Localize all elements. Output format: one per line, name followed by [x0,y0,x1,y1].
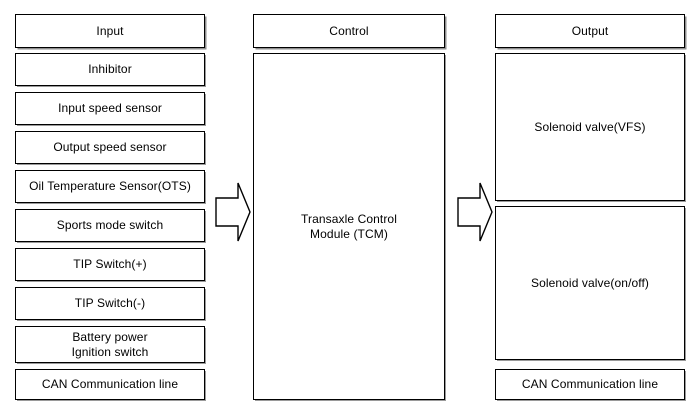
output-item-solenoid-valve-vfs: Solenoid valve(VFS) [495,53,685,201]
input-item-label: Sports mode switch [56,218,164,232]
input-item-battery-power-ignition-switch: Battery power Ignition switch [15,326,205,363]
output-item-label: Solenoid valve(on/off) [530,275,650,290]
output-item-solenoid-valve-on-off: Solenoid valve(on/off) [495,206,685,360]
input-column-header: Input [15,14,205,48]
input-item-label: Output speed sensor [53,140,167,154]
input-item-label: Input speed sensor [58,101,162,115]
input-item-label: CAN Communication line [41,377,179,391]
control-item-label: Transaxle Control Module (TCM) [301,211,397,241]
output-column-header: Output [495,14,685,48]
control-item-transaxle-control-module: Transaxle Control Module (TCM) [253,53,445,400]
input-item-inhibitor: Inhibitor [15,53,205,86]
input-item-tip-switch-plus: TIP Switch(+) [15,248,205,281]
input-item-can-communication-line: CAN Communication line [15,369,205,400]
input-item-output-speed-sensor: Output speed sensor [15,131,205,164]
arrow-control-to-output-icon [456,180,494,244]
input-item-label: Oil Temperature Sensor(OTS) [29,179,191,193]
control-column-header: Control [253,14,445,48]
input-item-oil-temperature-sensor: Oil Temperature Sensor(OTS) [15,170,205,203]
input-item-sports-mode-switch: Sports mode switch [15,209,205,242]
input-item-label: TIP Switch(+) [73,257,147,271]
control-header-label: Control [329,23,369,38]
input-item-label: Inhibitor [88,62,132,76]
input-item-label: Battery power Ignition switch [71,329,149,359]
output-item-can-communication-line: CAN Communication line [495,369,685,400]
input-header-label: Input [96,23,124,38]
arrow-input-to-control-icon [214,180,252,244]
output-item-label: CAN Communication line [521,377,659,391]
input-item-label: TIP Switch(-) [74,296,146,310]
input-item-input-speed-sensor: Input speed sensor [15,92,205,125]
input-item-tip-switch-minus: TIP Switch(-) [15,287,205,320]
output-header-label: Output [571,23,609,38]
output-item-label: Solenoid valve(VFS) [534,119,646,134]
